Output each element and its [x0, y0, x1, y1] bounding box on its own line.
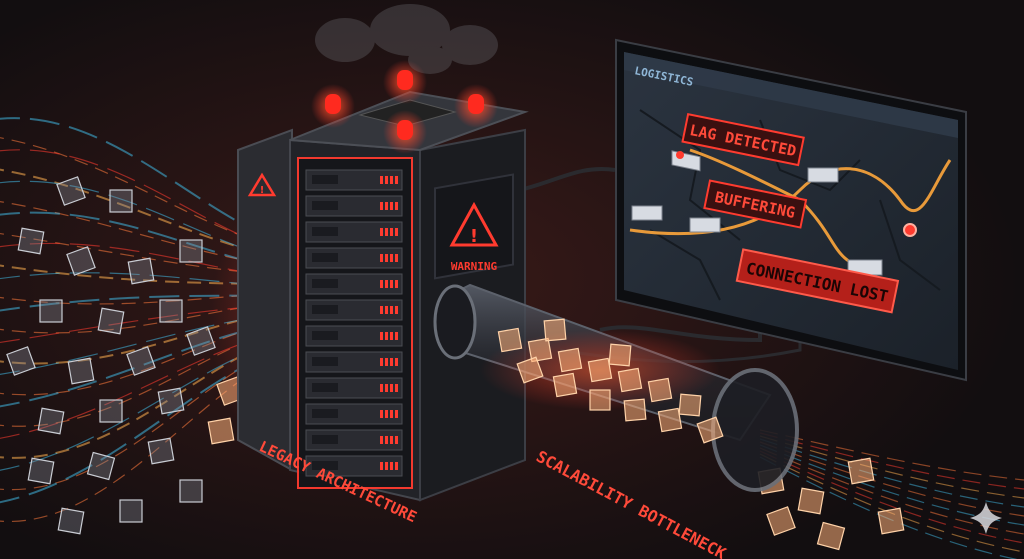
data-cube-icon [39, 299, 63, 323]
data-cube-icon [127, 257, 155, 285]
data-cube-icon [207, 417, 235, 445]
rack-unit [305, 455, 403, 477]
data-cube-icon [617, 367, 643, 393]
alarm-siren-icon [383, 60, 427, 104]
data-cube-icon [797, 487, 825, 515]
data-cube-icon [647, 377, 673, 403]
data-cube-icon [847, 457, 875, 485]
rack-unit [305, 273, 403, 295]
data-cube-icon [608, 343, 632, 367]
data-cube-icon [766, 506, 796, 536]
data-cube-icon [86, 451, 116, 481]
rack-unit [305, 169, 403, 191]
rack-unit [305, 325, 403, 347]
alarm-siren-icon [454, 84, 498, 128]
warning-triangle-icon [449, 201, 499, 247]
alarm-siren-icon [383, 110, 427, 154]
data-cube-icon [696, 416, 724, 444]
data-cube-icon [6, 346, 36, 376]
pipe-cubes [497, 318, 724, 444]
data-cube-icon [543, 318, 567, 342]
data-cube-icon [157, 387, 185, 415]
data-cube-icon [877, 507, 905, 535]
rack-unit [305, 351, 403, 373]
data-cube-icon [497, 327, 523, 353]
server-rack-units [305, 169, 403, 477]
data-cube-icon [678, 393, 702, 417]
warning-triangle-icon [247, 172, 277, 197]
location-pin-icon [903, 223, 917, 237]
data-cube-icon [159, 299, 183, 323]
data-cube-icon [99, 399, 123, 423]
truck-icon [631, 205, 663, 221]
data-cube-icon [126, 346, 156, 376]
rack-unit [305, 221, 403, 243]
data-cube-icon [527, 337, 553, 363]
svg-text:!: ! [260, 185, 265, 196]
server-warning-label: WARNING [451, 260, 498, 273]
rack-unit [305, 299, 403, 321]
data-cube-icon [119, 499, 143, 523]
rack-unit [305, 403, 403, 425]
data-cube-icon [97, 307, 125, 335]
data-cube-icon [27, 457, 55, 485]
data-cube-icon [179, 239, 203, 263]
legacy-server: ! ! WARNING [210, 4, 529, 502]
data-cube-icon [589, 389, 611, 411]
smoke [315, 4, 498, 74]
data-cube-icon [37, 407, 65, 435]
data-cube-icon [557, 347, 583, 373]
data-cube-icon [56, 176, 86, 206]
rack-unit [305, 377, 403, 399]
data-cube-icon [17, 227, 45, 255]
rack-unit [305, 195, 403, 217]
data-cube-icon [66, 246, 96, 276]
alarm-siren-icon [311, 84, 355, 128]
data-cube-icon [516, 356, 544, 384]
sparkle-icon [970, 502, 1002, 534]
data-cube-icon [816, 521, 846, 551]
data-cube-icon [147, 437, 175, 465]
logistics-monitor: LOGISTICS LAG DETECTED BUFFERING CONNECT… [519, 38, 967, 382]
data-cube-icon [57, 507, 85, 535]
truck-icon [807, 167, 839, 183]
rack-unit [305, 429, 403, 451]
data-cube-icon [587, 357, 613, 383]
data-cube-icon [109, 189, 133, 213]
truck-icon [689, 217, 721, 233]
svg-text:!: ! [470, 226, 478, 247]
data-cube-icon [623, 398, 647, 422]
data-cube-icon [67, 357, 95, 385]
rack-unit [305, 247, 403, 269]
bottleneck-pipe [433, 283, 799, 492]
data-cube-icon [552, 372, 578, 398]
data-cube-icon [179, 479, 203, 503]
data-cube-icon [657, 407, 683, 433]
